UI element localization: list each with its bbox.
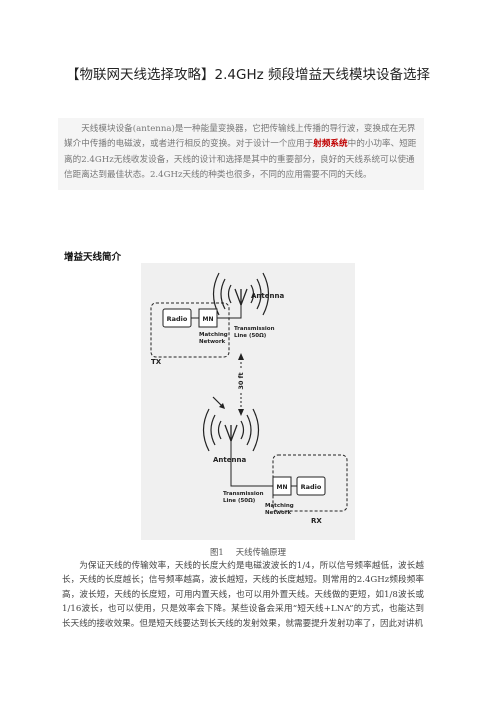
intro-text-after: 中的小功率、短距离的2.4GHz无线收发设备，天线的设计和选择是其中的重要部分，… [64, 139, 417, 181]
tx-device-box [150, 302, 230, 358]
incoming-signal-arrow-icon [212, 396, 225, 409]
tx-antenna-label: Antenna [251, 292, 284, 300]
tx-line-label-1: Transmission [234, 326, 275, 332]
rx-device-box [272, 454, 348, 512]
tx-antenna-icon [234, 288, 248, 306]
figure-caption: 图1 天线传输原理 [0, 546, 496, 558]
section-title: 增益天线简介 [64, 252, 122, 263]
tx-mn-label: MN [203, 316, 214, 323]
rx-line-label-2: Line (50Ω) [223, 498, 256, 504]
distance-indicator [238, 353, 244, 416]
tx-matching-label-2: Network [199, 339, 226, 345]
rx-radio-label: Radio [301, 483, 322, 491]
caption-text: 天线传输原理 [235, 547, 286, 557]
rx-antenna-icon [224, 424, 238, 442]
intro-paragraph: 天线模块设备(antenna)是一种能量变换器，它把传输线上传播的导行波，变换成… [58, 118, 424, 190]
rx-label: RX [311, 517, 322, 525]
tx-transmission-line [217, 305, 242, 319]
tx-matching-label-1: Matching [199, 332, 228, 338]
caption-number: 图1 [210, 547, 224, 557]
page-title: 【物联网天线选择攻略】2.4GHz 频段增益天线模块设备选择 [66, 67, 430, 83]
rx-matching-label-1: Matching [265, 503, 294, 509]
rx-antenna-label: Antenna [213, 456, 246, 464]
intro-text-before: 天线模块设备(antenna)是一种能量变换器，它把传输线上传播的导行波，变换成… [64, 124, 416, 150]
rx-matching-label-2: Network [265, 510, 292, 516]
tx-label: TX [151, 358, 162, 366]
rx-line-label-1: Transmission [223, 491, 264, 497]
distance-label: 30 ft [237, 372, 245, 389]
tx-radio-label: Radio [167, 315, 188, 323]
rx-mn-label: MN [277, 484, 288, 491]
antenna-transmission-diagram: Antenna TX Radio MN Matching Network Tra… [141, 263, 355, 540]
tx-line-label-2: Line (50Ω) [234, 333, 267, 339]
body-paragraph: 为保证天线的传输效率，天线的长度大约是电磁波波长的1/4，所以信号频率越低，波长… [62, 561, 424, 629]
rx-radio-waves-icon [202, 408, 260, 452]
rx-transmission-line [230, 441, 273, 487]
tx-radio-waves-icon [212, 272, 270, 316]
rf-system-highlight: 射频系统 [313, 139, 348, 150]
